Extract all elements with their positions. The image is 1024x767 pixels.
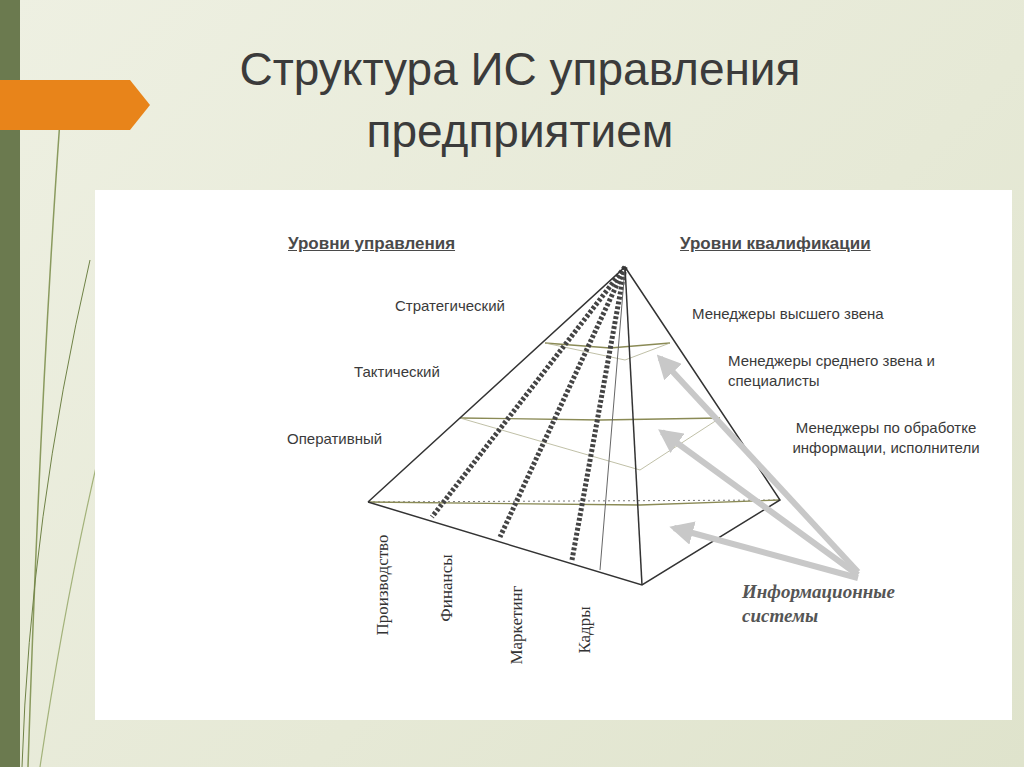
function-label: Маркетинг bbox=[507, 585, 527, 664]
qualification-label: Менеджеры среднего звена и специалисты bbox=[728, 351, 998, 391]
function-label: Кадры bbox=[575, 606, 595, 653]
function-label: Производство bbox=[373, 534, 393, 635]
level-label: Стратегический bbox=[395, 297, 505, 314]
qualification-label: Менеджеры высшего звена bbox=[692, 305, 884, 322]
qualification-label: Менеджеры по обработке информации, испол… bbox=[758, 418, 1014, 458]
function-stripe bbox=[572, 267, 625, 560]
orange-tab bbox=[0, 80, 150, 130]
level-label: Тактический bbox=[354, 363, 440, 380]
level-line bbox=[460, 418, 720, 420]
level-line bbox=[368, 500, 780, 505]
callout-arrow bbox=[660, 358, 858, 572]
function-label: Финансы bbox=[437, 554, 457, 621]
pyramid-edge bbox=[625, 267, 642, 585]
level-label: Оперативный bbox=[287, 430, 382, 447]
heading: Уровни управления bbox=[288, 234, 455, 254]
heading: Уровни квалификации bbox=[680, 234, 871, 254]
callout-arrow bbox=[674, 528, 858, 578]
face-line bbox=[600, 267, 625, 570]
deco-line bbox=[22, 260, 90, 767]
slide-title: Структура ИС управления предприятием bbox=[160, 38, 880, 162]
callout-label: Информационные системы bbox=[742, 580, 972, 628]
